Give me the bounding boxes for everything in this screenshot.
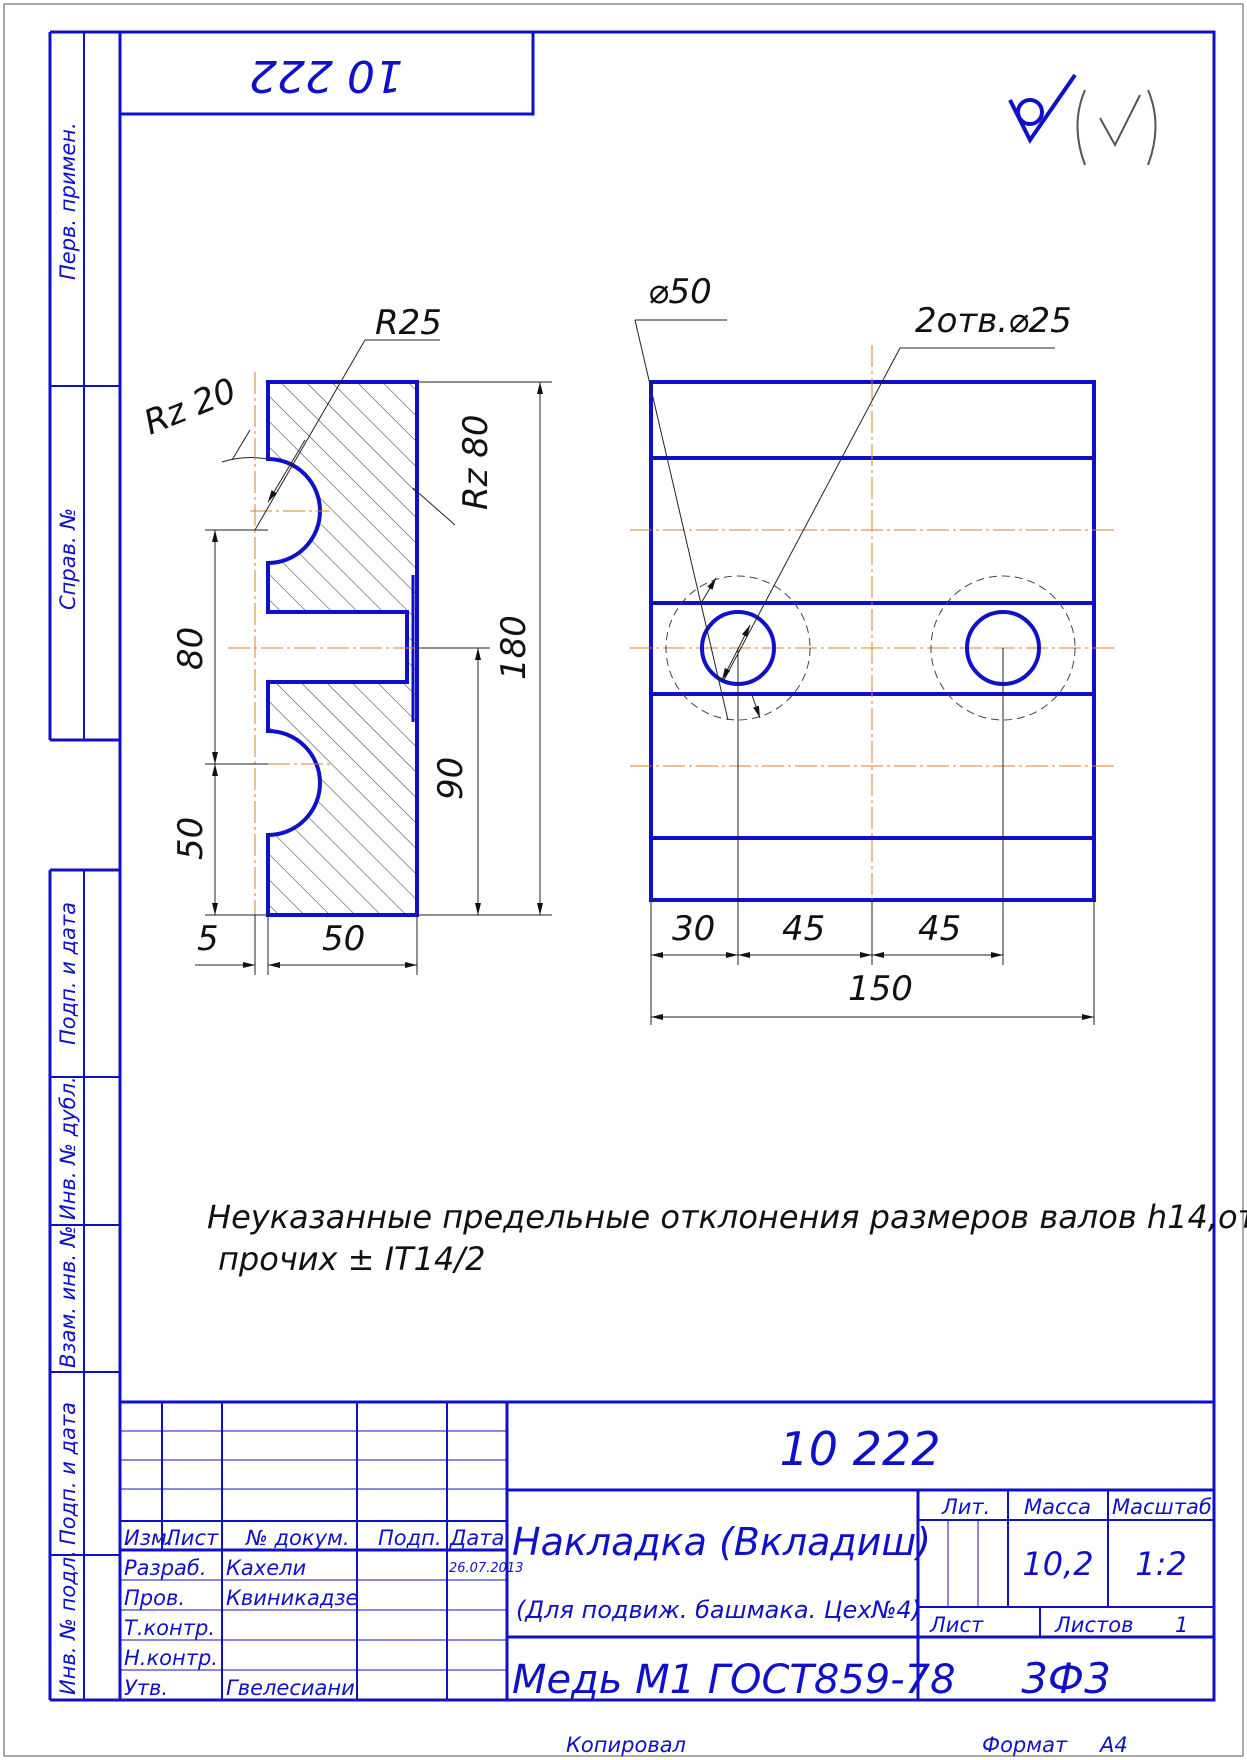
roughness-symbol	[1008, 73, 1157, 166]
section-outline	[266, 380, 419, 917]
dim-50-vertical: 50	[171, 817, 211, 860]
side-label-inv-dubl: Инв. № дубл.	[56, 1076, 80, 1220]
massa-value: 10,2	[1022, 1545, 1093, 1583]
hole-big-label: ⌀50	[648, 272, 712, 312]
dim-150: 150	[848, 969, 913, 1009]
rz20-label: Rz 20	[138, 370, 242, 443]
right-view	[630, 319, 1115, 1025]
radius-label: R25	[375, 303, 442, 343]
footer-format-label: Формат	[982, 1733, 1068, 1757]
masshtab-label: Масштаб	[1112, 1495, 1212, 1519]
header-podp: Подп.	[378, 1526, 442, 1550]
role-prov: Пров.	[124, 1586, 185, 1610]
role-tkontr: Т.контр.	[124, 1616, 215, 1640]
header-dokum: № докум.	[245, 1526, 350, 1550]
section-hatch	[268, 382, 417, 915]
person-prov: Квиникадзе	[226, 1586, 358, 1610]
footer-kopiroval: Копировал	[566, 1733, 686, 1757]
header-izm: Изм.	[124, 1526, 173, 1550]
listov-label: Листов	[1054, 1613, 1133, 1637]
title-block	[120, 1400, 1214, 1700]
header-list: Лист	[164, 1526, 219, 1550]
dim-180: 180	[494, 615, 534, 680]
dim-5: 5	[197, 919, 219, 959]
role-utv: Утв.	[124, 1676, 168, 1700]
sheet-trim	[3, 3, 1244, 1757]
note-line-1: Неуказанные предельные отклонения размер…	[207, 1198, 1247, 1236]
date-razrab: 26.07.2013	[449, 1561, 523, 1576]
header-data: Дата	[449, 1526, 504, 1550]
massa-label: Масса	[1024, 1495, 1091, 1519]
dim-45-first: 45	[782, 909, 825, 949]
rz80-label: Rz 80	[456, 414, 496, 510]
person-razrab: Кахели	[226, 1556, 306, 1580]
designation: 10 222	[780, 1422, 941, 1476]
top-stamp-box	[118, 30, 535, 116]
left-view	[195, 339, 552, 975]
top-stamp-number: 10 222	[249, 50, 403, 101]
organization: 3Ф3	[1021, 1654, 1111, 1703]
side-label-sprav-no: Справ. №	[56, 508, 80, 610]
material: Медь М1 ГОСТ859-78	[512, 1657, 956, 1703]
side-label-podp-data-2: Подп. и дата	[56, 1402, 80, 1545]
masshtab-value: 1:2	[1135, 1545, 1187, 1583]
role-razrab: Разраб.	[124, 1556, 207, 1580]
role-nkontr: Н.контр.	[124, 1646, 218, 1670]
listov-value: 1	[1175, 1613, 1188, 1637]
footer-format-value: А4	[1098, 1733, 1128, 1757]
dim-30: 30	[672, 909, 715, 949]
side-label-inv-podl: Инв. № подл.	[56, 1550, 80, 1695]
holes-small-label: 2отв.⌀25	[915, 301, 1072, 341]
side-label-perv-primen: Перв. примен.	[56, 122, 80, 280]
dim-45-second: 45	[918, 909, 961, 949]
part-name-line-2: (Для подвиж. башмака. Цех№4)	[516, 1596, 921, 1624]
side-label-podp-data-1: Подп. и дата	[56, 902, 80, 1045]
counterbore-right	[930, 575, 1076, 721]
counterbore-left	[665, 575, 811, 721]
lit-label: Лит.	[941, 1495, 990, 1519]
dim-50-horizontal: 50	[322, 919, 365, 959]
drawing-frame	[118, 30, 1216, 1702]
dim-90: 90	[431, 757, 471, 800]
side-label-vzam-inv: Взам. инв. №	[56, 1225, 80, 1368]
side-strip	[48, 30, 120, 1702]
person-utv: Гвелесиани	[226, 1676, 355, 1700]
dim-80: 80	[171, 627, 211, 670]
list-label: Лист	[929, 1613, 984, 1637]
part-name-line-1: Накладка (Вкладиш)	[512, 1520, 931, 1564]
note-line-2: прочих ± IT14/2	[218, 1240, 485, 1278]
